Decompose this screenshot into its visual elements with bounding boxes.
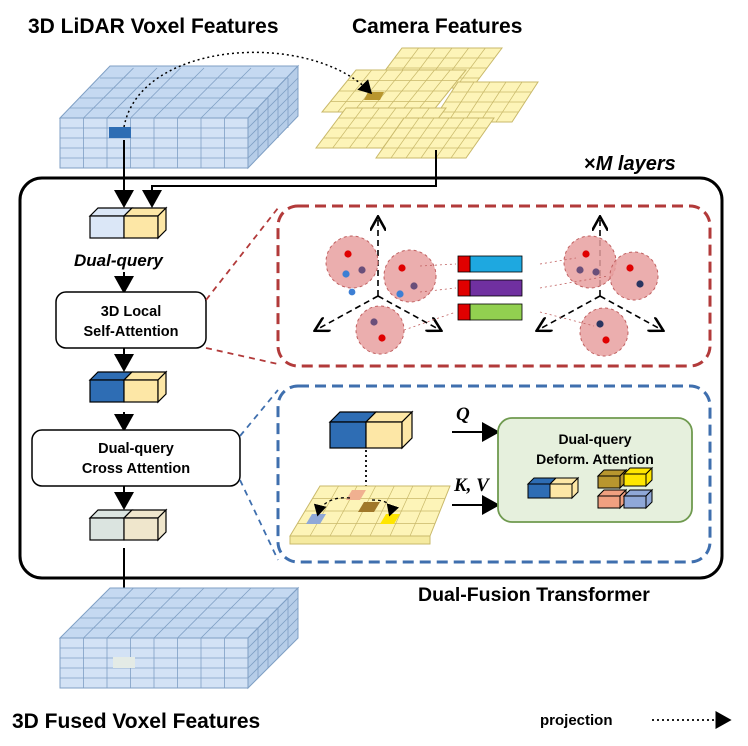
- projection-curve: [123, 51, 373, 128]
- camera-plane-5: [375, 117, 495, 159]
- camera-to-query-arrow: [142, 150, 437, 208]
- offset-arrow-left: [313, 497, 351, 517]
- lidar-voxel-block: [58, 64, 300, 170]
- kv-label: K, V: [453, 475, 490, 496]
- attention-link-6: [539, 311, 595, 327]
- self-attention-line1: 3D Local: [101, 304, 161, 320]
- dual-query-label: Dual-query: [74, 251, 164, 270]
- token-purple: [457, 279, 523, 297]
- deform-keys-icon: [596, 466, 654, 510]
- layers-label: ×M layers: [584, 153, 676, 175]
- cross-attention-line1: Dual-query: [98, 441, 174, 457]
- camera-feature-planes: [315, 47, 539, 159]
- transformer-title: Dual-Fusion Transformer: [418, 584, 650, 606]
- dual-query-fused: [88, 508, 168, 542]
- sample-point-yellow: [380, 514, 400, 524]
- lidar-title: 3D LiDAR Voxel Features: [28, 15, 279, 38]
- q-label: Q: [456, 404, 470, 425]
- cross-attention-detail-panel: [276, 384, 712, 564]
- attention-link-2: [419, 287, 457, 293]
- deform-attention-line1: Dual-query: [558, 431, 631, 447]
- loose-point-1: [348, 288, 356, 296]
- deform-attention-line2: Deform. Attention: [536, 451, 654, 467]
- sample-point-brown: [358, 502, 380, 512]
- camera-title: Camera Features: [352, 15, 522, 38]
- axes-left: [316, 218, 440, 330]
- deform-query-icon: [526, 476, 580, 500]
- self-attention-line2: Self-Attention: [83, 324, 178, 340]
- attention-link-1: [419, 263, 457, 267]
- legend-projection-label: projection: [540, 712, 613, 729]
- attention-link-3: [403, 311, 457, 331]
- cross-attention-line2: Cross Attention: [82, 461, 190, 477]
- sample-point-orange: [346, 490, 366, 500]
- sphere-left-2: [383, 249, 437, 303]
- dual-query-initial: [88, 206, 168, 240]
- attention-link-4: [539, 257, 577, 265]
- panel-query-box: [328, 410, 414, 450]
- attention-link-5: [539, 275, 609, 289]
- fused-voxel-block: [58, 586, 300, 690]
- token-cyan: [457, 255, 523, 273]
- dual-query-after-self-attention: [88, 370, 168, 404]
- sphere-right-2: [609, 251, 659, 301]
- sphere-right-3: [579, 307, 629, 357]
- self-attention-detail-panel: [276, 204, 712, 368]
- fused-title: 3D Fused Voxel Features: [12, 710, 260, 733]
- sphere-left-1: [325, 235, 379, 289]
- cross-attention-box: [31, 429, 241, 487]
- self-attention-box: [55, 291, 207, 349]
- sphere-left-3: [355, 305, 405, 355]
- offset-arrow-right: [371, 499, 400, 517]
- sphere-right-1: [563, 235, 617, 289]
- transformer-frame: [18, 176, 724, 580]
- fused-selected-voxel: [113, 657, 135, 668]
- token-green: [457, 303, 523, 321]
- lidar-selected-voxel: [109, 127, 131, 138]
